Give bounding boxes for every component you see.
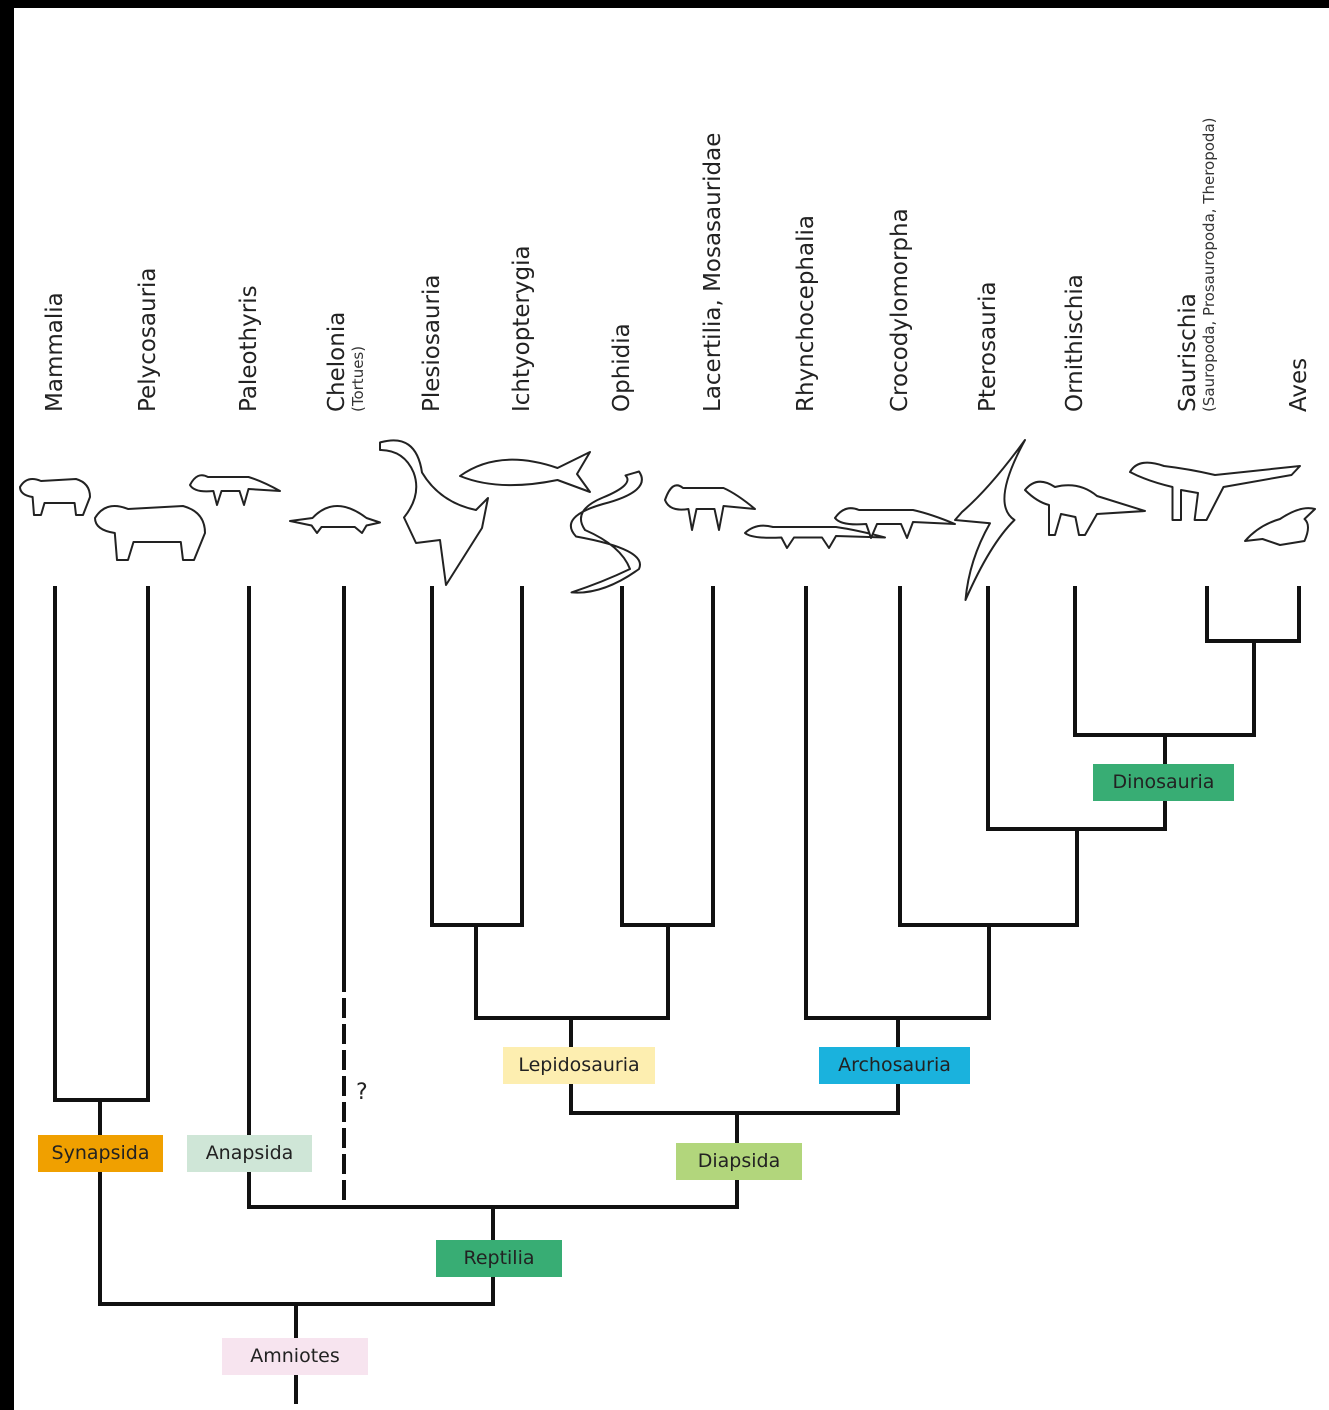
clade-label-reptilia: Reptilia bbox=[436, 1240, 562, 1277]
crocodile-icon bbox=[834, 507, 956, 539]
taxon-label-chelonia: Chelonia(Tortues) bbox=[324, 311, 367, 412]
turtle-icon bbox=[289, 505, 381, 534]
taxon-label-crocodylomorpha: Crocodylomorpha bbox=[887, 208, 913, 412]
taxon-name: Ichtyopterygia bbox=[509, 245, 535, 412]
bird-icon bbox=[1244, 507, 1316, 546]
taxon-name: Pelycosauria bbox=[135, 267, 161, 412]
taxon-name: Lacertilia, Mosasauridae bbox=[700, 132, 726, 412]
ornithischian-icon bbox=[1024, 480, 1146, 536]
taxon-name: Chelonia bbox=[324, 311, 350, 412]
taxon-label-lacertilia: Lacertilia, Mosasauridae bbox=[700, 132, 726, 412]
taxon-name: Ornithischia bbox=[1062, 274, 1088, 412]
clade-label-amniotes: Amniotes bbox=[222, 1338, 368, 1375]
taxon-label-mammalia: Mammalia bbox=[42, 292, 68, 412]
lizard-icon bbox=[664, 484, 756, 531]
taxon-name: Pterosauria bbox=[975, 281, 1001, 412]
clade-label-diapsida: Diapsida bbox=[676, 1143, 802, 1180]
taxon-label-pelycosauria: Pelycosauria bbox=[135, 267, 161, 412]
taxon-name: Saurischia bbox=[1175, 293, 1201, 412]
snake-icon bbox=[569, 470, 643, 594]
taxon-label-ornithischia: Ornithischia bbox=[1062, 274, 1088, 412]
taxon-name: Plesiosauria bbox=[419, 274, 445, 412]
clade-label-synapsida: Synapsida bbox=[38, 1135, 163, 1172]
taxon-label-pterosauria: Pterosauria bbox=[975, 281, 1001, 412]
cladogram-tree bbox=[19, 439, 1316, 1404]
taxon-label-rhynchocephalia: Rhynchocephalia bbox=[793, 215, 819, 412]
cladogram-canvas: ? Synapsida Anapsida Lepidosauria Archosauri… bbox=[14, 8, 1329, 1410]
clade-label-dinosauria: Dinosauria bbox=[1093, 764, 1234, 801]
cynodont-icon bbox=[19, 478, 91, 516]
plesiosaur-icon bbox=[379, 439, 489, 586]
taxon-label-aves: Aves bbox=[1286, 357, 1312, 412]
taxon-label-ophidia: Ophidia bbox=[609, 323, 635, 412]
theropod-icon bbox=[1129, 461, 1301, 521]
taxon-name: Paleothyris bbox=[236, 285, 262, 412]
rhynchocephalian-icon bbox=[744, 524, 886, 549]
taxon-label-paleothyris: Paleothyris bbox=[236, 285, 262, 412]
taxon-subtitle: (Sauropoda, Prosauropoda, Theropoda) bbox=[1200, 117, 1218, 413]
taxon-name: Aves bbox=[1286, 357, 1312, 412]
pterosaur-icon bbox=[954, 439, 1026, 601]
taxon-label-saurischia: Saurischia(Sauropoda, Prosauropoda, Ther… bbox=[1175, 117, 1218, 413]
taxon-name: Ophidia bbox=[609, 323, 635, 412]
uncertainty-mark: ? bbox=[356, 1080, 368, 1105]
taxon-name: Crocodylomorpha bbox=[887, 208, 913, 412]
clade-label-archosauria: Archosauria bbox=[819, 1047, 970, 1084]
taxon-label-plesiosauria: Plesiosauria bbox=[419, 274, 445, 412]
ichthyosaur-icon bbox=[459, 451, 591, 493]
clade-label-lepidosauria: Lepidosauria bbox=[503, 1047, 655, 1084]
clade-label-anapsida: Anapsida bbox=[187, 1135, 312, 1172]
taxon-name: Rhynchocephalia bbox=[793, 215, 819, 412]
paleothyris-icon bbox=[189, 474, 281, 506]
taxon-name: Mammalia bbox=[42, 292, 68, 412]
taxon-label-ichtyopterygia: Ichtyopterygia bbox=[509, 245, 535, 412]
pelycosaur-icon bbox=[94, 505, 206, 561]
taxon-subtitle: (Tortues) bbox=[349, 345, 367, 412]
